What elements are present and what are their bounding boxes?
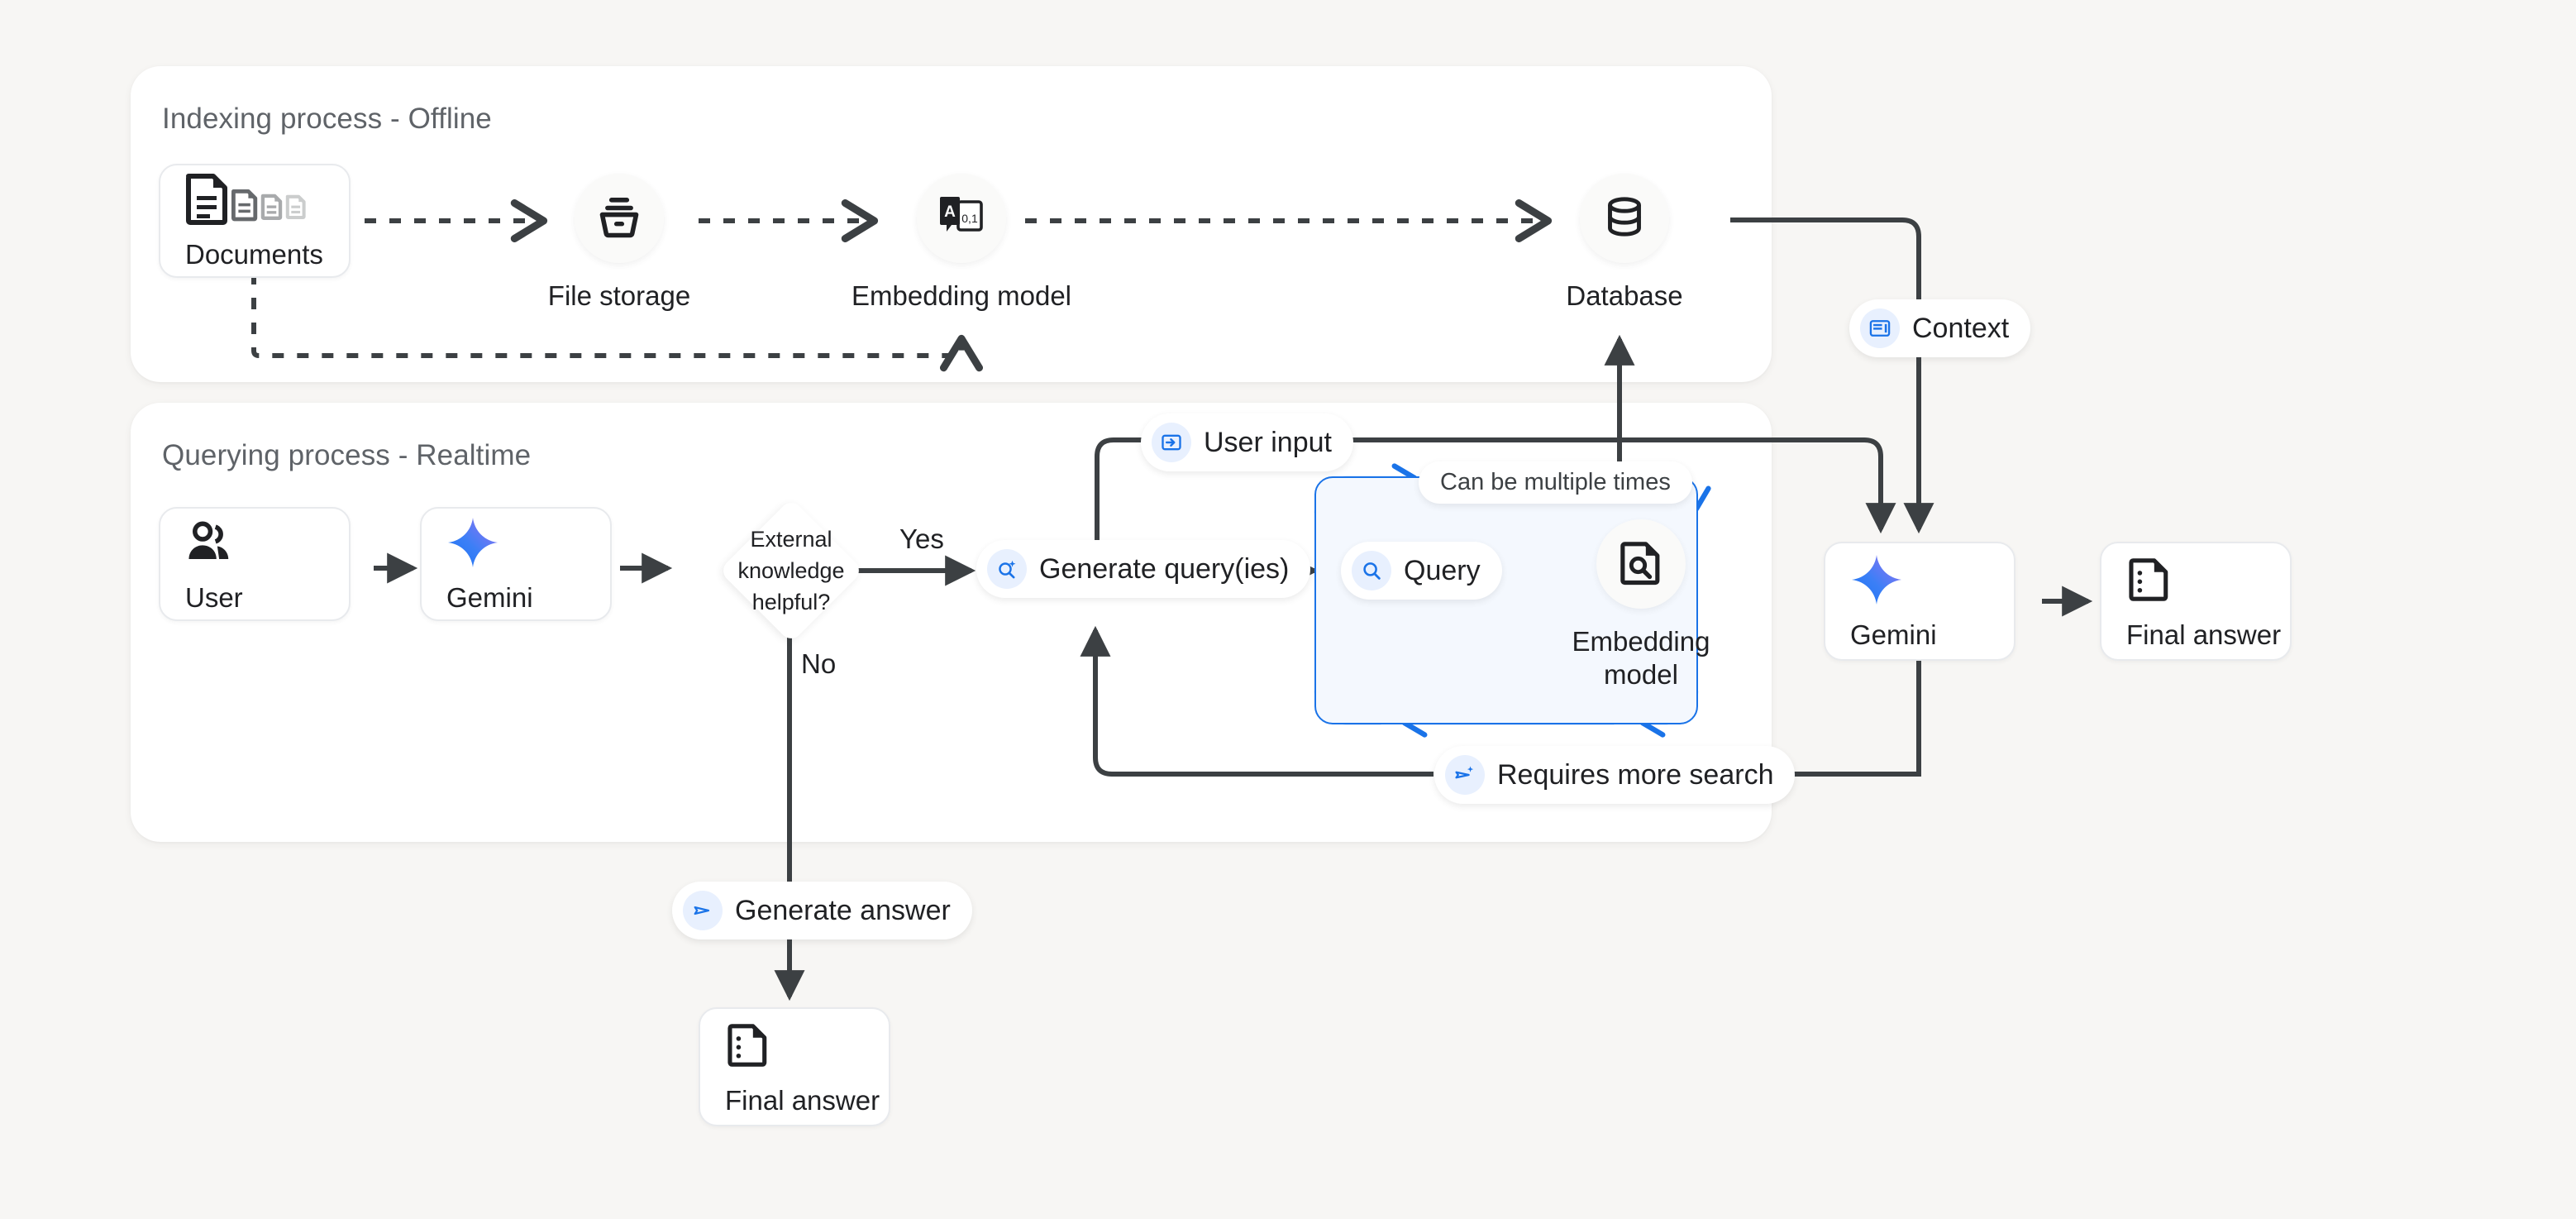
- node-gemini-label: Gemini: [446, 582, 533, 613]
- panel-indexing-title: Indexing process - Offline: [162, 103, 492, 135]
- context-panel-icon: [1860, 308, 1900, 348]
- edge-requires-more-search-loop: [1080, 625, 1433, 777]
- file-storage-icon: [595, 193, 643, 245]
- node-documents-label: Documents: [185, 239, 323, 270]
- node-user-label: User: [185, 582, 243, 613]
- node-embedding-model-label: Embedding model: [852, 280, 1071, 311]
- gemini-sparkle-icon: [446, 514, 610, 571]
- node-file-storage[interactable]: File storage: [548, 174, 690, 313]
- node-database[interactable]: Database: [1566, 174, 1683, 313]
- final-answer-icon: [725, 1017, 889, 1073]
- edge-label-yes: Yes: [899, 523, 944, 554]
- node-database-label: Database: [1566, 280, 1683, 311]
- svg-text:A: A: [944, 203, 956, 221]
- edge-database-to-context-gemini: [1730, 218, 1934, 534]
- chip-requires-more-search-label: Requires more search: [1497, 758, 1774, 791]
- database-icon: [1601, 194, 1648, 244]
- svg-text:0,1: 0,1: [961, 212, 978, 225]
- gemini-sparkle-icon: [1850, 552, 2014, 608]
- chip-generate-answer[interactable]: Generate answer: [672, 882, 972, 939]
- node-final-answer-right[interactable]: Final answer: [2100, 542, 2292, 661]
- documents-icon: [185, 171, 349, 227]
- node-final-answer-right-label: Final answer: [2126, 619, 2282, 650]
- chip-context-label: Context: [1912, 312, 2010, 344]
- final-answer-icon: [2126, 552, 2290, 608]
- node-decision-external-knowledge[interactable]: External knowledge helpful?: [713, 498, 870, 643]
- node-documents[interactable]: Documents: [159, 164, 351, 278]
- chip-query[interactable]: Query: [1341, 542, 1502, 600]
- edge-label-no: No: [801, 648, 837, 679]
- edge-documents-loop-to-embedding: [251, 248, 961, 356]
- edge-user-input-to-gemini2: [1095, 437, 1896, 571]
- decision-label: External knowledge helpful?: [737, 526, 845, 615]
- send-icon: [683, 891, 723, 930]
- embedding-model-icon: 0,1 A: [937, 194, 986, 244]
- node-file-storage-label: File storage: [547, 280, 691, 311]
- input-arrow-icon: [1152, 423, 1191, 462]
- chip-generate-answer-label: Generate answer: [735, 894, 951, 926]
- panel-querying-title: Querying process - Realtime: [162, 439, 532, 471]
- node-final-answer-bottom[interactable]: Final answer: [699, 1007, 890, 1126]
- chip-can-be-multiple-times: Can be multiple times: [1419, 461, 1692, 504]
- search-icon: [1352, 551, 1391, 590]
- chip-generate-queries[interactable]: Generate query(ies): [976, 540, 1311, 598]
- search-sparkle-icon: [987, 549, 1027, 589]
- user-icon: [185, 514, 349, 571]
- chip-user-input-label: User input: [1204, 426, 1332, 458]
- node-final-answer-bottom-label: Final answer: [725, 1085, 880, 1116]
- node-gemini-final[interactable]: Gemini: [1824, 542, 2015, 661]
- document-search-icon: [1618, 539, 1664, 590]
- chip-requires-more-search[interactable]: Requires more search: [1434, 746, 1796, 804]
- chip-context[interactable]: Context: [1849, 299, 2031, 357]
- chip-can-be-multiple-times-label: Can be multiple times: [1440, 469, 1671, 495]
- chip-query-label: Query: [1404, 554, 1481, 586]
- node-embedding-model[interactable]: 0,1 A Embedding model: [852, 174, 1071, 313]
- chip-generate-queries-label: Generate query(ies): [1039, 552, 1290, 585]
- send-sparkle-icon: [1445, 755, 1485, 795]
- node-gemini-final-label: Gemini: [1850, 619, 1937, 650]
- node-user[interactable]: User: [159, 507, 351, 621]
- node-gemini[interactable]: Gemini: [420, 507, 612, 621]
- chip-user-input[interactable]: User input: [1141, 414, 1353, 471]
